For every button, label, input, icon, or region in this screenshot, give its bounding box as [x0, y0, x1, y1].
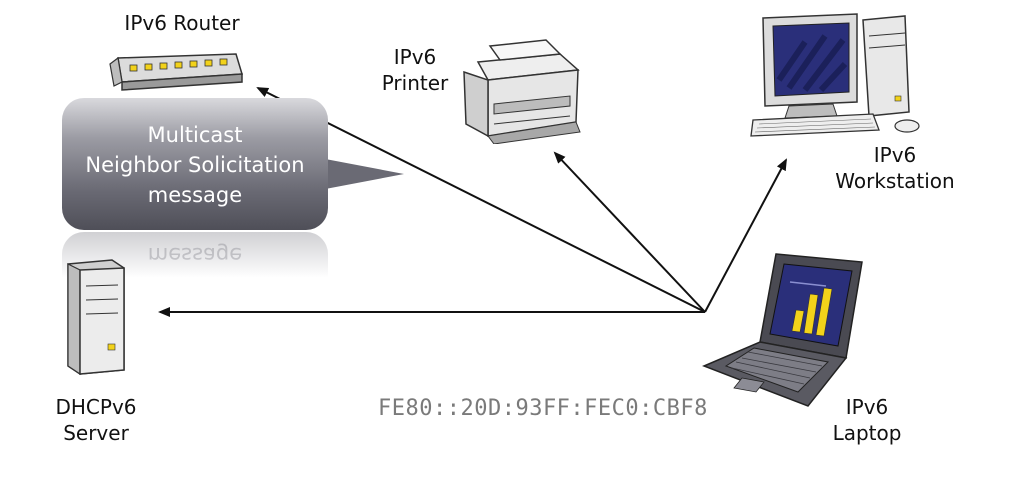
callout-pointer: [320, 158, 404, 190]
callout-line1: Multicast: [147, 123, 243, 147]
arrow-to-printer: [553, 151, 706, 313]
laptop-label: IPv6 Laptop: [822, 394, 912, 446]
router-icon: [109, 53, 243, 91]
workstation-label-line2: Workstation: [835, 169, 955, 193]
dhcp-server-label: DHCPv6 Server: [40, 394, 152, 446]
workstation-icon: [750, 13, 920, 137]
workstation-label: IPv6 Workstation: [822, 142, 968, 194]
callout-line3: message: [147, 183, 243, 207]
laptop-label-line2: Laptop: [832, 421, 902, 445]
callout-line2: Neighbor Solicitation: [85, 153, 305, 177]
printer-label-line2: Printer: [381, 71, 449, 95]
multicast-callout: Multicast Neighbor Solicitation message: [62, 98, 328, 230]
workstation-label-line1: IPv6: [873, 143, 917, 167]
laptop-icon: [702, 253, 863, 407]
printer-label: IPv6 Printer: [370, 44, 460, 96]
printer-icon: [463, 39, 581, 144]
arrow-to-router: [256, 87, 706, 313]
router-label: IPv6 Router: [124, 11, 240, 35]
dhcp-label-line2: Server: [63, 421, 129, 445]
printer-label-line1: IPv6: [393, 45, 437, 69]
laptop-label-line1: IPv6: [845, 395, 889, 419]
arrow-to-workstation: [704, 158, 787, 313]
link-local-address: FE80::20D:93FF:FEC0:CBF8: [378, 396, 708, 421]
server-icon: [67, 259, 125, 376]
dhcp-label-line1: DHCPv6: [55, 395, 137, 419]
